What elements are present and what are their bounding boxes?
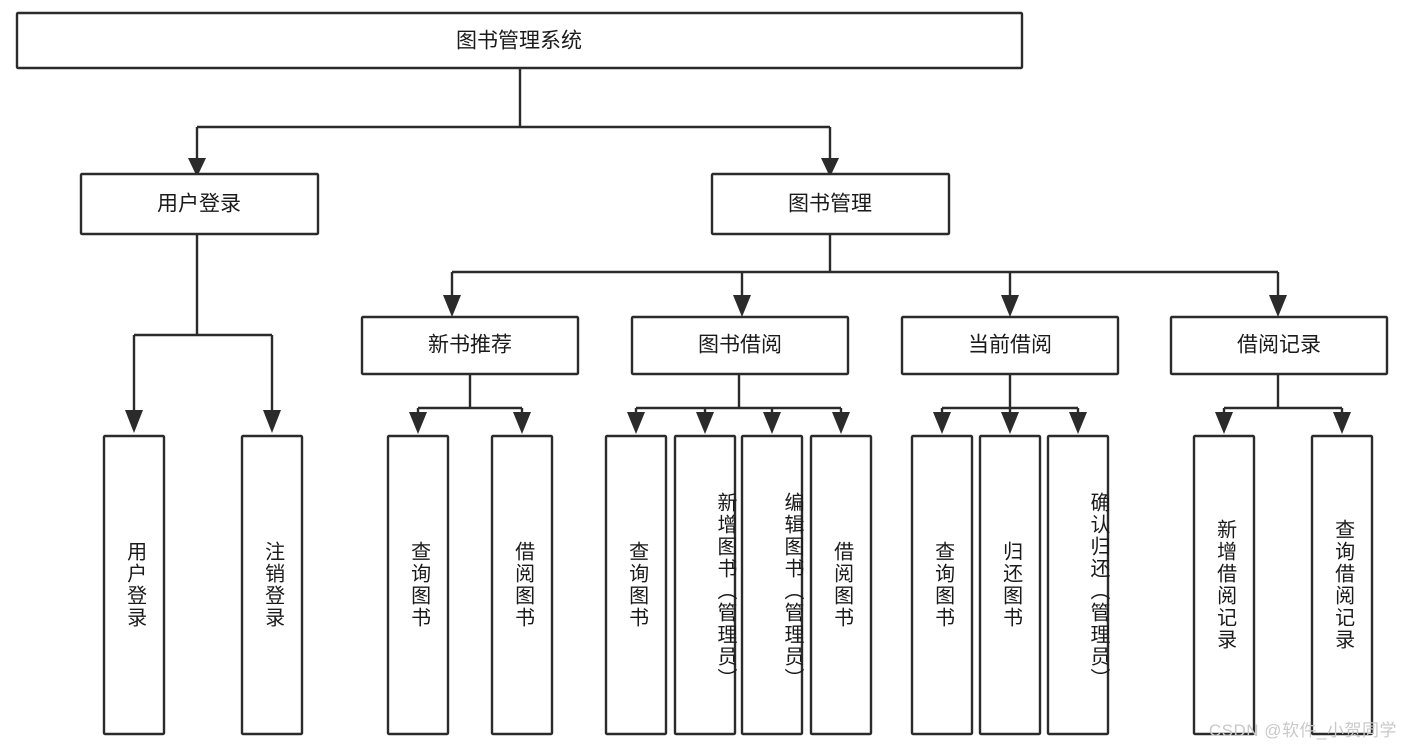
arrow-leaf-confirm-return — [1069, 412, 1087, 434]
arrow-leaf-query-book-1 — [409, 412, 427, 434]
arrow-to-newbook — [443, 295, 461, 317]
arrow-leaf-return-book — [1001, 412, 1019, 434]
node-borrow-records-label: 借阅记录 — [1237, 334, 1321, 357]
leaf-box-borrow-book-1[interactable] — [490, 434, 554, 736]
leaf-box-add-book[interactable] — [673, 434, 737, 736]
edges-layer — [125, 67, 1351, 434]
leaf-box-edit-book[interactable] — [740, 434, 804, 736]
leaf-box-borrow-book-2[interactable] — [809, 434, 873, 736]
node-user-login-label: 用户登录 — [157, 193, 241, 216]
leaf-box-add-record[interactable] — [1192, 434, 1256, 736]
arrow-leaf-borrow-book-1 — [513, 412, 531, 434]
node-book-borrow-label: 图书借阅 — [698, 334, 782, 357]
node-root-label: 图书管理系统 — [456, 30, 582, 53]
leaf-box-logout[interactable] — [240, 434, 304, 736]
node-new-book-recommend-label: 新书推荐 — [428, 334, 512, 357]
node-user-login[interactable] — [79, 172, 320, 236]
node-current-borrow-label: 当前借阅 — [968, 334, 1052, 357]
watermark: CSDN @软件_小贺同学 — [1208, 721, 1397, 740]
node-new-book-recommend[interactable] — [360, 315, 580, 376]
arrow-leaf-add-book — [696, 412, 714, 434]
node-book-borrow[interactable] — [630, 315, 850, 376]
node-borrow-records[interactable] — [1169, 315, 1389, 376]
leaf-box-query-book-2[interactable] — [604, 434, 668, 736]
node-book-management-label: 图书管理 — [788, 193, 872, 216]
leaf-box-return-book[interactable] — [978, 434, 1042, 736]
arrow-to-user-login — [188, 158, 206, 177]
node-current-borrow[interactable] — [900, 315, 1120, 376]
arrow-leaf-query-book-2 — [627, 412, 645, 434]
leaf-box-query-book-3[interactable] — [910, 434, 974, 736]
node-root[interactable] — [15, 11, 1024, 70]
arrow-to-current — [1001, 295, 1019, 317]
leaf-box-confirm-return[interactable] — [1046, 434, 1110, 736]
arrow-leaf-add-record — [1215, 412, 1233, 434]
arrow-leaf-user-login — [125, 410, 143, 433]
arrow-to-book-mgmt — [821, 158, 839, 177]
node-book-management[interactable] — [710, 172, 951, 236]
leaf-box-query-book-1[interactable] — [386, 434, 450, 736]
arrow-to-records — [1269, 295, 1287, 317]
arrow-leaf-query-book-3 — [933, 412, 951, 434]
nodes-layer: 图书管理系统 用户登录 图书管理 新书推荐 图书借阅 当前借阅 借阅记录 — [15, 11, 1389, 736]
arrow-leaf-borrow-book-2 — [832, 412, 850, 434]
arrow-leaf-query-record — [1333, 412, 1351, 434]
leaf-box-query-record[interactable] — [1310, 434, 1374, 736]
arrow-leaf-edit-book — [763, 412, 781, 434]
arrow-to-borrow — [733, 295, 751, 317]
leaf-box-user-login[interactable] — [102, 434, 166, 736]
arrow-leaf-logout — [263, 410, 281, 433]
